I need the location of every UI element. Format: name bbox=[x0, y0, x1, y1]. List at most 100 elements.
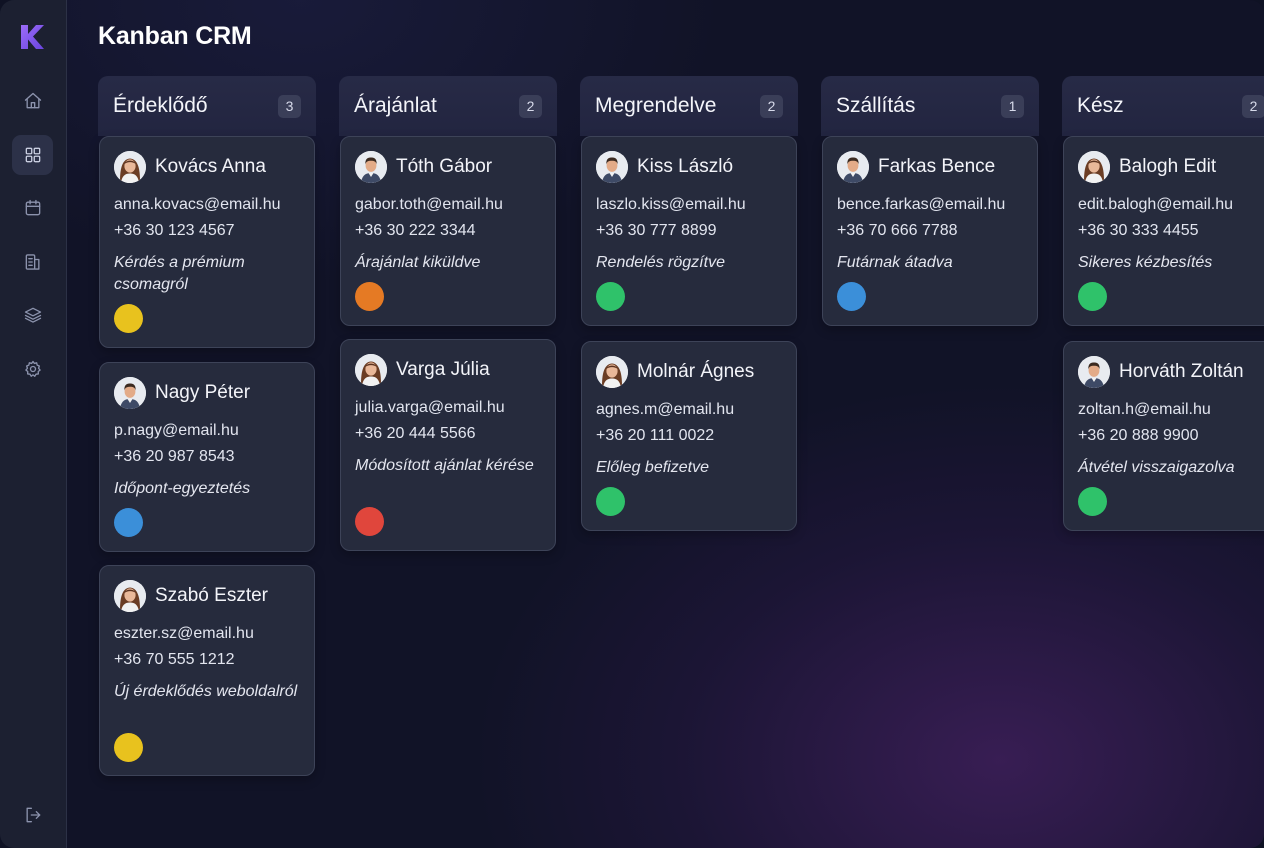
deal-note: Futárnak átadva bbox=[837, 254, 953, 271]
card-header: Balogh Edit bbox=[1078, 151, 1216, 183]
deal-note: Időpont-egyeztetés bbox=[114, 480, 251, 497]
column-count-badge: 3 bbox=[278, 95, 301, 118]
card-header: Farkas Bence bbox=[837, 151, 995, 183]
contact-phone: +36 30 777 8899 bbox=[596, 222, 717, 239]
deal-note: Kérdés a prémium csomagról bbox=[114, 254, 245, 293]
avatar bbox=[1078, 356, 1110, 388]
column-title: Érdeklődő bbox=[113, 94, 208, 117]
column-count-badge: 2 bbox=[519, 95, 542, 118]
sidebar bbox=[0, 0, 67, 848]
status-dot bbox=[355, 282, 384, 311]
deal-card[interactable]: Molnár Ágnes agnes.m@email.hu +36 20 111 0… bbox=[581, 341, 797, 531]
deal-card[interactable]: Szabó Eszter eszter.sz@email.hu +36 70 555… bbox=[99, 565, 315, 776]
contact-email: edit.balogh@email.hu bbox=[1078, 196, 1234, 213]
contact-name: Tóth Gábor bbox=[396, 156, 493, 177]
nav-logout[interactable] bbox=[12, 795, 53, 835]
avatar bbox=[114, 580, 146, 612]
status-dot bbox=[837, 282, 866, 311]
contact-email: p.nagy@email.hu bbox=[114, 422, 239, 439]
deal-note: Sikeres kézbesítés bbox=[1078, 254, 1213, 271]
contact-phone: +36 20 888 9900 bbox=[1078, 427, 1199, 444]
column-title: Árajánlat bbox=[354, 94, 437, 117]
column-title: Szállítás bbox=[836, 94, 916, 117]
contact-phone: +36 70 666 7788 bbox=[837, 222, 958, 239]
contact-name: Szabó Eszter bbox=[155, 585, 268, 606]
contact-email: laszlo.kiss@email.hu bbox=[596, 196, 746, 213]
column-count-badge: 2 bbox=[1242, 95, 1264, 118]
contact-email: julia.varga@email.hu bbox=[355, 399, 505, 416]
status-dot bbox=[596, 487, 625, 516]
nav-reports[interactable] bbox=[12, 242, 53, 282]
deal-card[interactable]: Kiss László laszlo.kiss@email.hu +36 30 77… bbox=[581, 136, 797, 326]
status-dot bbox=[114, 508, 143, 537]
nav-calendar[interactable] bbox=[12, 188, 53, 228]
card-header: Tóth Gábor bbox=[355, 151, 492, 183]
contact-name: Molnár Ágnes bbox=[637, 361, 755, 382]
contact-email: bence.farkas@email.hu bbox=[837, 196, 1006, 213]
contact-email: eszter.sz@email.hu bbox=[114, 625, 254, 642]
avatar bbox=[837, 151, 869, 183]
contact-email: agnes.m@email.hu bbox=[596, 401, 735, 418]
contact-phone: +36 70 555 1212 bbox=[114, 651, 235, 668]
status-dot bbox=[114, 733, 143, 762]
nav-settings[interactable] bbox=[12, 349, 53, 389]
nav-layers[interactable] bbox=[12, 295, 53, 335]
deal-note: Rendelés rögzítve bbox=[596, 254, 725, 271]
layers-icon bbox=[24, 307, 41, 323]
column-header[interactable]: Árajánlat 2 bbox=[339, 76, 557, 136]
nav-home[interactable] bbox=[12, 81, 53, 121]
contact-phone: +36 20 111 0022 bbox=[596, 427, 715, 444]
contact-name: Horváth Zoltán bbox=[1119, 361, 1244, 382]
logout-icon bbox=[26, 807, 40, 823]
deal-note: Árajánlat kiküldve bbox=[355, 254, 481, 271]
avatar bbox=[355, 151, 387, 183]
card-header: Molnár Ágnes bbox=[596, 356, 754, 388]
calendar-icon bbox=[25, 199, 40, 216]
contact-name: Kiss László bbox=[637, 156, 734, 177]
card-header: Kiss László bbox=[596, 151, 733, 183]
page-title: Kanban CRM bbox=[98, 22, 252, 50]
column-header[interactable]: Érdeklődő 3 bbox=[98, 76, 316, 136]
avatar bbox=[355, 354, 387, 386]
contact-phone: +36 20 987 8543 bbox=[114, 448, 235, 465]
logo-icon[interactable] bbox=[19, 23, 45, 51]
avatar bbox=[1078, 151, 1110, 183]
status-dot bbox=[114, 304, 143, 333]
contact-name: Varga Júlia bbox=[396, 359, 490, 380]
reports-icon bbox=[25, 254, 39, 270]
deal-card[interactable]: Balogh Edit edit.balogh@email.hu +36 30 33… bbox=[1063, 136, 1264, 326]
deal-card[interactable]: Nagy Péter p.nagy@email.hu +36 20 987 8543… bbox=[99, 362, 315, 552]
contact-name: Kovács Anna bbox=[155, 156, 266, 177]
deal-card[interactable]: Varga Júlia julia.varga@email.hu +36 20 44… bbox=[340, 339, 556, 551]
contact-phone: +36 20 444 5566 bbox=[355, 425, 476, 442]
contact-phone: +36 30 333 4455 bbox=[1078, 222, 1199, 239]
avatar bbox=[114, 377, 146, 409]
home-icon bbox=[24, 92, 41, 109]
card-header: Horváth Zoltán bbox=[1078, 356, 1244, 388]
contact-name: Balogh Edit bbox=[1119, 156, 1217, 177]
nav-board[interactable] bbox=[12, 135, 53, 175]
deal-note: Új érdeklődés weboldalról bbox=[114, 683, 298, 700]
avatar bbox=[114, 151, 146, 183]
contact-name: Nagy Péter bbox=[155, 382, 251, 403]
status-dot bbox=[1078, 487, 1107, 516]
status-dot bbox=[355, 507, 384, 536]
card-header: Szabó Eszter bbox=[114, 580, 268, 612]
deal-card[interactable]: Farkas Bence bence.farkas@email.hu +36 70 … bbox=[822, 136, 1038, 326]
gear-icon bbox=[24, 360, 41, 377]
deal-note: Előleg befizetve bbox=[596, 459, 709, 476]
contact-name: Farkas Bence bbox=[878, 156, 996, 177]
deal-note: Módosított ajánlat kérése bbox=[355, 457, 534, 474]
